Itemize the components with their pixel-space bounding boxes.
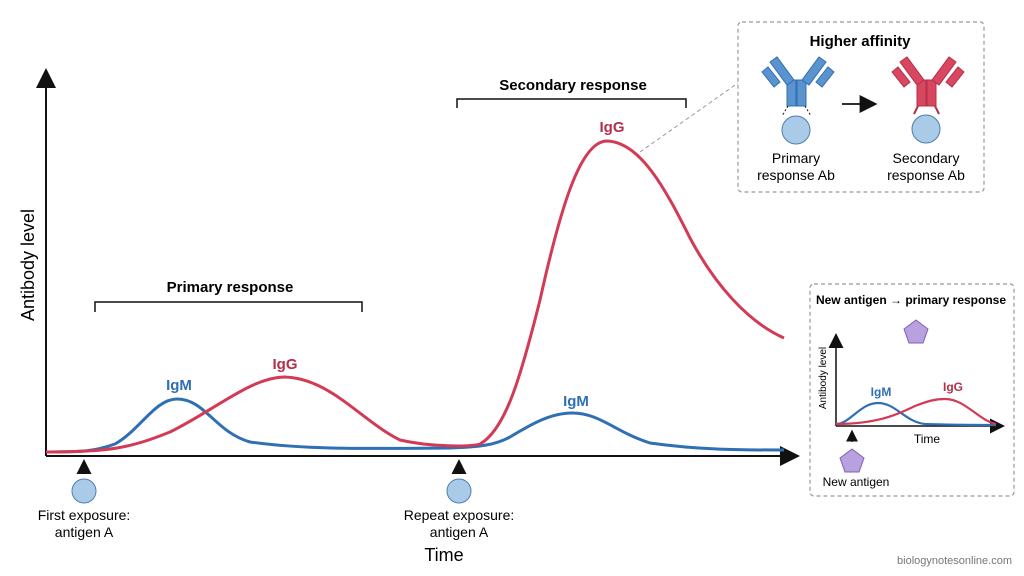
affinity-leader-line	[639, 82, 739, 153]
repeat-exposure-line2: antigen A	[430, 524, 489, 540]
first-exposure-line1: First exposure:	[38, 507, 131, 523]
primary-response-bracket	[94, 301, 363, 312]
igg-curve	[45, 139, 785, 454]
primary-response-label: Primary response	[167, 279, 294, 296]
secondary-binding-lines	[913, 105, 940, 115]
primary-antibody-icon	[761, 56, 835, 107]
igg-primary-label: IgG	[273, 356, 298, 373]
primary-antigen-icon	[781, 115, 811, 145]
primary-binding-dashes	[781, 105, 812, 117]
secondary-response-bracket	[456, 98, 687, 108]
inset-igm-curve	[835, 401, 997, 427]
new-antigen-bottom-icon	[839, 448, 865, 473]
inset-igm-label: IgM	[871, 385, 892, 399]
new-antigen-caption: New antigen	[823, 475, 890, 489]
x-axis-label: Time	[424, 545, 463, 565]
repeat-antigen-icon	[446, 478, 472, 504]
higher-affinity-panel: Higher affinity Primary response Ab Seco…	[737, 21, 985, 193]
secondary-antigen-icon	[911, 114, 941, 144]
igm-curve	[45, 397, 785, 454]
new-antigen-title: New antigen → primary response	[816, 293, 1006, 307]
new-antigen-panel: New antigen → primary response Antibody …	[809, 283, 1015, 497]
inset-igg-curve	[835, 397, 997, 426]
first-antigen-icon	[71, 478, 97, 504]
higher-affinity-title: Higher affinity	[810, 33, 911, 50]
igm-secondary-label: IgM	[563, 393, 589, 410]
first-exposure-line2: antigen A	[55, 524, 114, 540]
watermark: biologynotesonline.com	[897, 555, 1012, 567]
igm-primary-label: IgM	[166, 377, 192, 394]
inset-x-label: Time	[914, 432, 941, 446]
y-axis-label: Antibody level	[18, 209, 38, 321]
repeat-exposure-line1: Repeat exposure:	[404, 507, 515, 523]
inset-igg-label: IgG	[943, 380, 963, 394]
primary-ab-line2: response Ab	[757, 167, 835, 183]
secondary-ab-line1: Secondary	[893, 150, 960, 166]
secondary-response-label: Secondary response	[499, 77, 647, 94]
primary-ab-line1: Primary	[772, 150, 820, 166]
secondary-ab-line2: response Ab	[887, 167, 965, 183]
new-antigen-top-icon	[903, 319, 929, 344]
inset-y-label: Antibody level	[818, 347, 829, 409]
igg-secondary-label: IgG	[600, 119, 625, 136]
